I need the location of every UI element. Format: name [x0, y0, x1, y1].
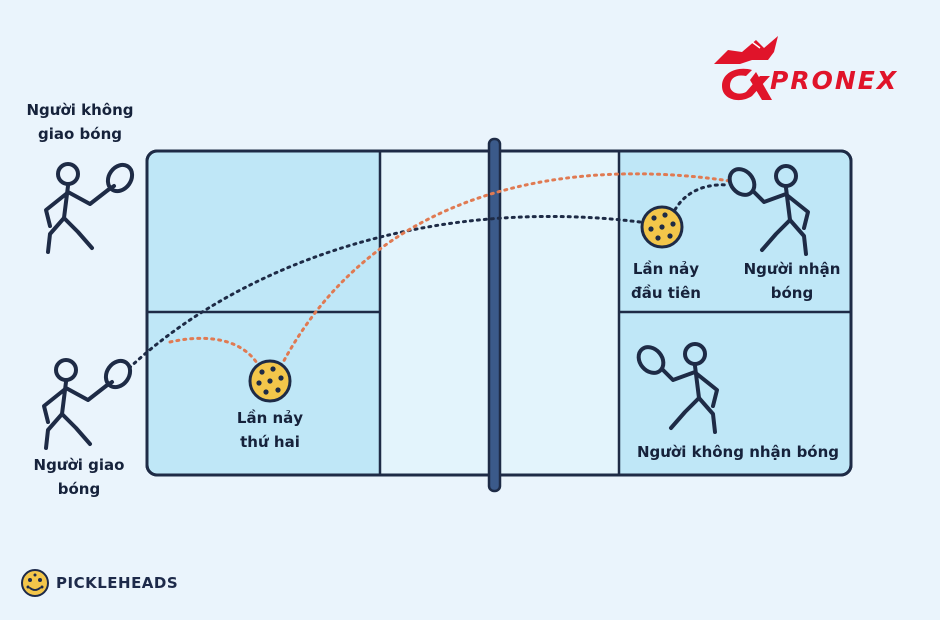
label-first-bounce: Lần nảy đầu tiên	[631, 260, 701, 302]
player-with-paddle-icon	[727, 164, 810, 256]
label-non-server: Người không giao bóng	[26, 101, 134, 143]
footer-logo: PICKLEHEADS	[20, 566, 178, 600]
brand-logo: PRONEX	[712, 34, 938, 104]
net	[487, 137, 502, 493]
brand-name: PRONEX	[770, 66, 899, 95]
wolf-logo-icon	[714, 36, 778, 101]
pickleball-icon	[248, 359, 292, 403]
return-path-bounce	[168, 336, 262, 370]
player-with-paddle-icon	[44, 162, 135, 254]
player-with-paddle-icon	[42, 358, 133, 450]
kitchen-right	[494, 152, 619, 474]
label-second-bounce: Lần nảy thứ hai	[236, 409, 304, 451]
player-with-paddle-icon	[636, 342, 719, 434]
pickleball-face-logo-icon	[21, 569, 49, 597]
footer-logo-text: PICKLEHEADS	[56, 574, 179, 592]
label-receiver: Người nhận bóng	[743, 260, 841, 302]
serve-path	[122, 215, 642, 375]
label-server: Người giao bóng	[33, 456, 125, 498]
kitchen-left	[380, 152, 494, 474]
label-non-receiver: Người không nhận bóng	[636, 443, 840, 461]
return-path-lob	[276, 172, 738, 374]
pickleball-icon	[640, 205, 684, 249]
